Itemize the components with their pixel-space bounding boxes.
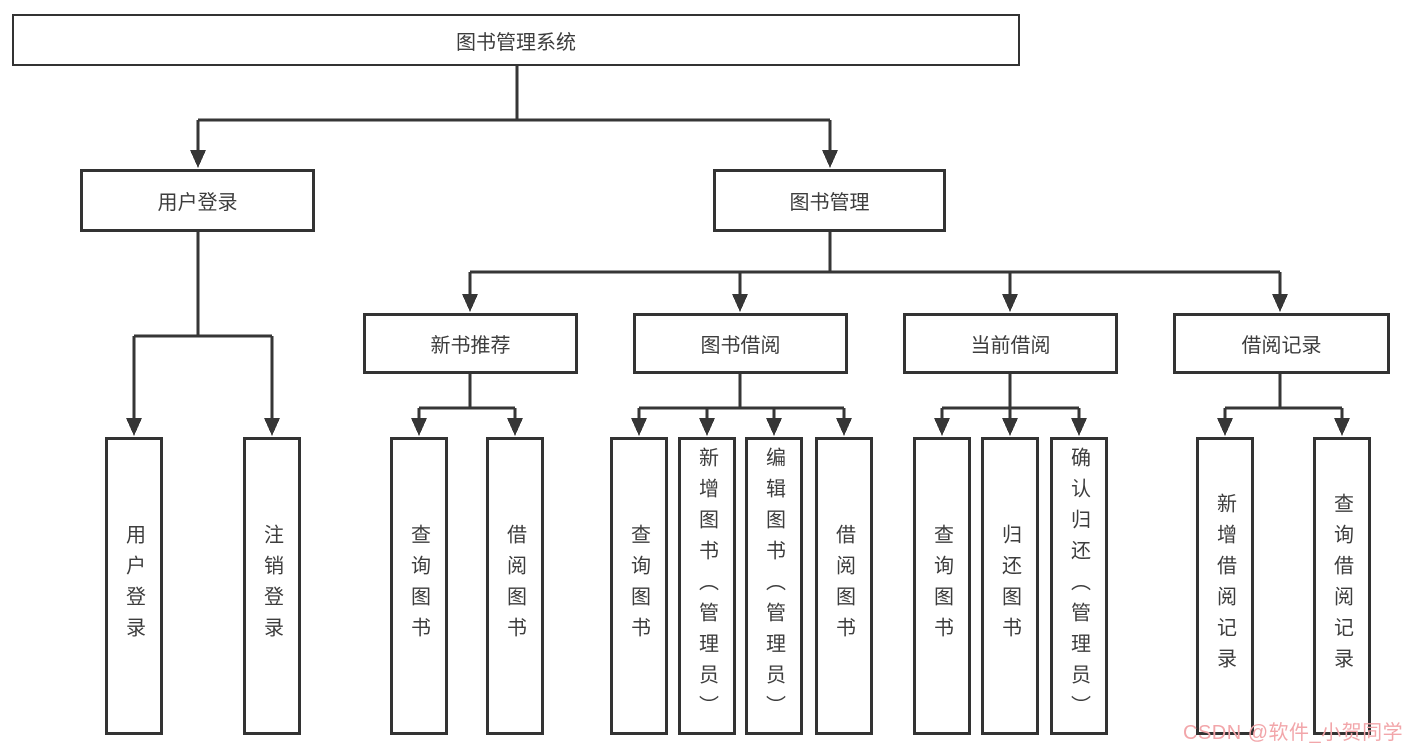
connector-root-branch [196,66,832,152]
node-label: 当前借阅 [970,335,1051,357]
leaf-label: 注销登录 [260,524,283,648]
connector-current-borrow-branch [940,373,1081,420]
leaf-edit-books-admin: 编辑图书（管理员） [745,437,803,735]
node-label: 图书借阅 [700,335,781,357]
leaf-label: 查询借阅记录 [1330,493,1353,679]
leaf-user-login: 用户登录 [105,437,163,735]
leaf-label: 新增图书（管理员） [695,446,718,726]
leaf-label: 归还图书 [998,524,1021,648]
leaf-query-books: 查询图书 [390,437,448,735]
connector-book-borrow-branch [637,373,846,420]
node-borrowing-records: 借阅记录 [1173,313,1390,374]
leaf-label: 借阅图书 [832,524,855,648]
node-label: 图书管理系统 [456,31,576,54]
leaf-query-books: 查询图书 [610,437,668,735]
arrowheads [126,150,1350,436]
node-new-book-recommendation: 新书推荐 [363,313,578,374]
node-label: 新书推荐 [430,335,511,357]
leaf-query-borrow-record: 查询借阅记录 [1313,437,1371,735]
leaf-label: 查询图书 [627,524,650,648]
node-book-management: 图书管理 [713,169,946,232]
node-label: 用户登录 [157,192,238,214]
leaf-query-books: 查询图书 [913,437,971,735]
node-user-login: 用户登录 [80,169,315,232]
leaf-label: 编辑图书（管理员） [762,446,785,726]
connector-book-management-branch [468,232,1282,296]
leaf-add-books-admin: 新增图书（管理员） [678,437,736,735]
connector-user-login-branch [132,232,274,420]
leaf-return-books: 归还图书 [981,437,1039,735]
leaf-label: 查询图书 [930,524,953,648]
leaf-label: 新增借阅记录 [1213,493,1236,679]
node-library-management-system: 图书管理系统 [12,14,1020,66]
node-label: 图书管理 [789,192,870,214]
connector-borrow-record-branch [1223,373,1344,420]
leaf-add-borrow-record: 新增借阅记录 [1196,437,1254,735]
leaf-logout: 注销登录 [243,437,301,735]
connector-new-book-branch [417,373,517,420]
leaf-confirm-return-admin: 确认归还（管理员） [1050,437,1108,735]
leaf-label: 查询图书 [407,524,430,648]
node-book-borrowing: 图书借阅 [633,313,848,374]
leaf-label: 用户登录 [122,524,145,648]
leaf-label: 确认归还（管理员） [1067,446,1090,726]
leaf-borrow-books: 借阅图书 [815,437,873,735]
leaf-borrow-books: 借阅图书 [486,437,544,735]
csdn-watermark: CSDN @软件_小贺同学 [1183,722,1404,744]
node-label: 借阅记录 [1241,335,1322,357]
node-current-borrowing: 当前借阅 [903,313,1118,374]
leaf-label: 借阅图书 [503,524,526,648]
